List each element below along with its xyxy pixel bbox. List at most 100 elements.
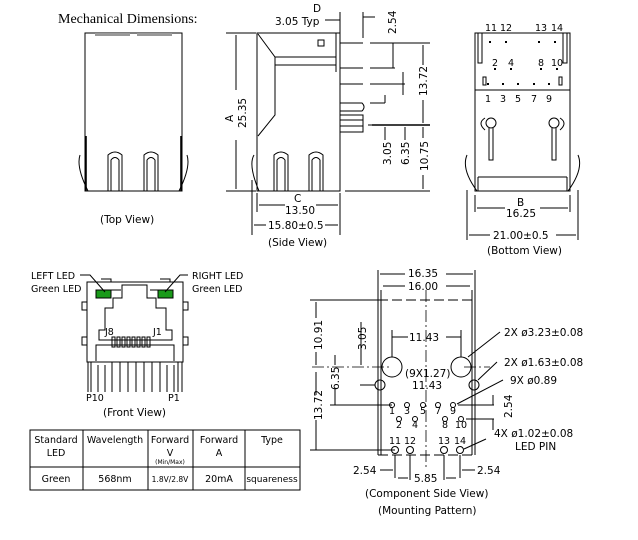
- dim-13-72-mount: 13.72: [313, 390, 325, 420]
- dim-b-value: 16.25: [506, 208, 536, 220]
- th-wavelength: Wavelength: [87, 435, 143, 446]
- pin-10: 10: [455, 420, 467, 431]
- th-led: LED: [47, 448, 66, 459]
- dim-a-letter: A: [224, 114, 236, 122]
- side-view-label: (Side View): [268, 237, 327, 249]
- dim-3-05-mount: 3.05: [357, 327, 369, 350]
- bottom-pin-5: 5: [515, 94, 521, 105]
- small-hole-left: [374, 379, 386, 391]
- j1-label: J1: [152, 327, 162, 338]
- signal-pins: [389, 402, 464, 422]
- dim-16-35: 16.35: [408, 268, 438, 280]
- bottom-pin-1: 1: [485, 94, 491, 105]
- dim-a-value: 25.35: [237, 98, 249, 128]
- left-led-label: LEFT LED: [31, 271, 75, 282]
- cell-forward-v: 1.8V/2.8V: [152, 475, 190, 484]
- bottom-pin-7: 7: [531, 94, 537, 105]
- dim-6-35: 6.35: [400, 142, 412, 165]
- cell-wavelength: 568nm: [98, 474, 131, 485]
- bottom-pin-12: 12: [500, 23, 512, 34]
- bottom-pin-10: 10: [551, 58, 563, 69]
- th-standard: Standard: [34, 435, 77, 446]
- pin-11: 11: [389, 436, 401, 447]
- j8-label: J8: [104, 327, 114, 338]
- top-view-label: (Top View): [100, 214, 154, 226]
- bottom-pin-2: 2: [492, 58, 498, 69]
- dim-c-value: 13.50: [285, 205, 315, 217]
- th-v: V: [167, 448, 174, 459]
- bottom-pin-9: 9: [546, 94, 552, 105]
- dim-right-2-54: 2.54: [477, 465, 501, 477]
- pin-2: 2: [396, 420, 402, 431]
- th-min-max: (Min/Max): [155, 459, 185, 466]
- pin-14: 14: [454, 436, 466, 447]
- bottom-pin-4: 4: [508, 58, 514, 69]
- th-forward-a: Forward: [200, 435, 238, 446]
- callout-signal-pins: 9X ø0.89: [510, 375, 557, 387]
- dim-d-letter: D: [313, 3, 321, 15]
- cell-color: Green: [42, 474, 71, 485]
- dim-10-91: 10.91: [313, 320, 325, 350]
- dim-3-05: 3.05: [382, 142, 394, 165]
- dim-10-75: 10.75: [419, 141, 431, 171]
- left-led-color: Green LED: [31, 284, 81, 295]
- th-type: Type: [260, 435, 283, 446]
- cell-type: squareness: [246, 475, 298, 485]
- bottom-pin-3: 3: [500, 94, 506, 105]
- callout-large-hole: 2X ø3.23±0.08: [504, 327, 583, 339]
- dim-11-43-bottom: 11.43: [412, 380, 442, 392]
- pin-13: 13: [438, 436, 450, 447]
- side-view: A 25.35 D 3.05 Typ 2.54 13.72 3.05 6.35 …: [224, 3, 431, 249]
- dim-6-35-mount: 6.35: [330, 367, 342, 390]
- pin-3: 3: [404, 406, 410, 417]
- pin-8: 8: [442, 420, 448, 431]
- cell-forward-a: 20mA: [205, 474, 233, 485]
- bottom-pin-13: 13: [535, 23, 547, 34]
- bottom-pin-11: 11: [485, 23, 497, 34]
- right-led-label: RIGHT LED: [192, 271, 243, 282]
- dim-5-85: 5.85: [414, 473, 437, 485]
- pin-4: 4: [412, 420, 418, 431]
- pin-5: 5: [420, 406, 426, 417]
- right-led-color: Green LED: [192, 284, 242, 295]
- front-view: LEFT LED Green LED RIGHT LED Green LED J…: [31, 271, 243, 419]
- callout-small-hole: 2X ø1.63±0.08: [504, 357, 583, 369]
- mounting-pattern-label: (Mounting Pattern): [378, 505, 476, 517]
- dim-c-letter: C: [294, 193, 301, 205]
- th-forward-v: Forward: [151, 435, 189, 446]
- dim-b-letter: B: [517, 197, 524, 209]
- callout-led-pin-2: LED PIN: [515, 441, 556, 453]
- large-hole-left: [381, 356, 403, 378]
- dim-13-72: 13.72: [418, 66, 430, 96]
- pin-12: 12: [404, 436, 416, 447]
- front-view-label: (Front View): [103, 407, 166, 419]
- dim-side-overall: 15.80±0.5: [268, 220, 324, 232]
- pin-1: 1: [389, 406, 395, 417]
- dim-11-43-top: 11.43: [409, 332, 439, 344]
- mounting-pattern: 16.35 16.00 10.91 3.05 6.35 13.72 11.43 …: [310, 268, 583, 517]
- bottom-view-label: (Bottom View): [487, 245, 562, 257]
- top-view: (Top View): [78, 32, 189, 226]
- dim-2-54: 2.54: [387, 10, 399, 34]
- p1-label: P1: [168, 393, 180, 404]
- component-side-view-label: (Component Side View): [365, 488, 488, 500]
- led-spec-table: Standard LED Wavelength Forward V (Min/M…: [29, 429, 301, 491]
- dim-bottom-overall: 21.00±0.5: [493, 230, 549, 242]
- bottom-pin-14: 14: [551, 23, 563, 34]
- bottom-view: 11 12 13 14 2 4 8 10 1 3 5 7 9 B 16.25 2…: [464, 23, 581, 257]
- pin-9: 9: [450, 406, 456, 417]
- bottom-pin-8: 8: [538, 58, 544, 69]
- right-led: [157, 289, 174, 299]
- p10-label: P10: [86, 393, 104, 404]
- dim-16-00: 16.00: [408, 281, 438, 293]
- dim-row-spacing: 2.54: [503, 394, 515, 418]
- drawing-title: Mechanical Dimensions:: [58, 12, 198, 27]
- th-a: A: [216, 448, 223, 459]
- left-led: [95, 289, 112, 299]
- callout-led-pin: 4X ø1.02±0.08: [494, 428, 573, 440]
- pitch-label: (9X1.27): [405, 368, 450, 380]
- led-pins: [391, 446, 464, 454]
- small-hole-right: [468, 379, 480, 391]
- pin-7: 7: [435, 406, 441, 417]
